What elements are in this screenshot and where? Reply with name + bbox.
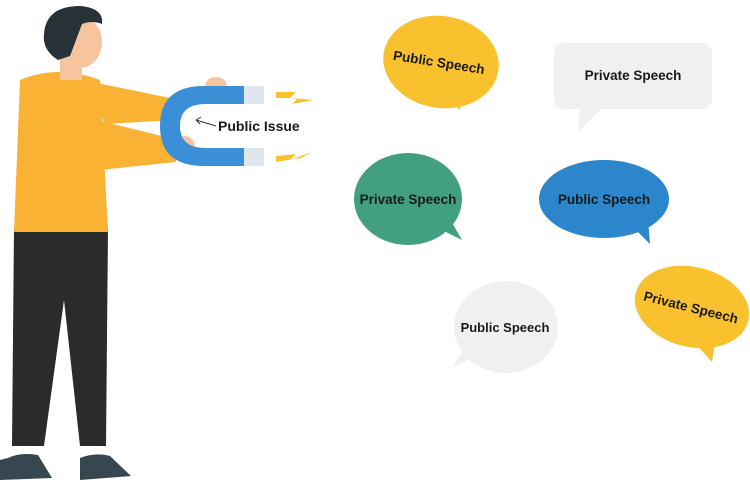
magnet-bottom-tip [244,148,264,166]
speech-bubble: Public Speech [539,160,669,244]
magnet: Public Issue [160,86,314,166]
speech-bubble: Private Speech [354,153,462,245]
pointer-arrow-icon [195,116,217,127]
shirt [14,72,108,232]
person-figure [0,6,227,480]
bubble-label: Public Speech [461,320,550,335]
magnet-body-icon [160,86,246,166]
bubble-label: Public Speech [558,192,650,207]
speech-bubble: Private Speech [634,265,750,362]
hair [43,6,103,60]
speech-bubble: Private Speech [554,43,712,132]
spark-top-icon [276,92,314,104]
speech-bubble: Public Speech [452,281,558,373]
bubble-label: Private Speech [585,68,682,83]
back-arm [92,82,176,124]
spark-bottom-icon [276,152,312,162]
magnet-label: Public Issue [218,118,300,134]
magnet-top-tip [244,86,264,104]
left-shoe [0,454,52,480]
bubble-label: Private Speech [360,192,457,207]
right-shoe [80,454,131,480]
front-arm [96,120,178,170]
pants [12,228,108,446]
speech-bubble: Public Speech [383,15,499,110]
